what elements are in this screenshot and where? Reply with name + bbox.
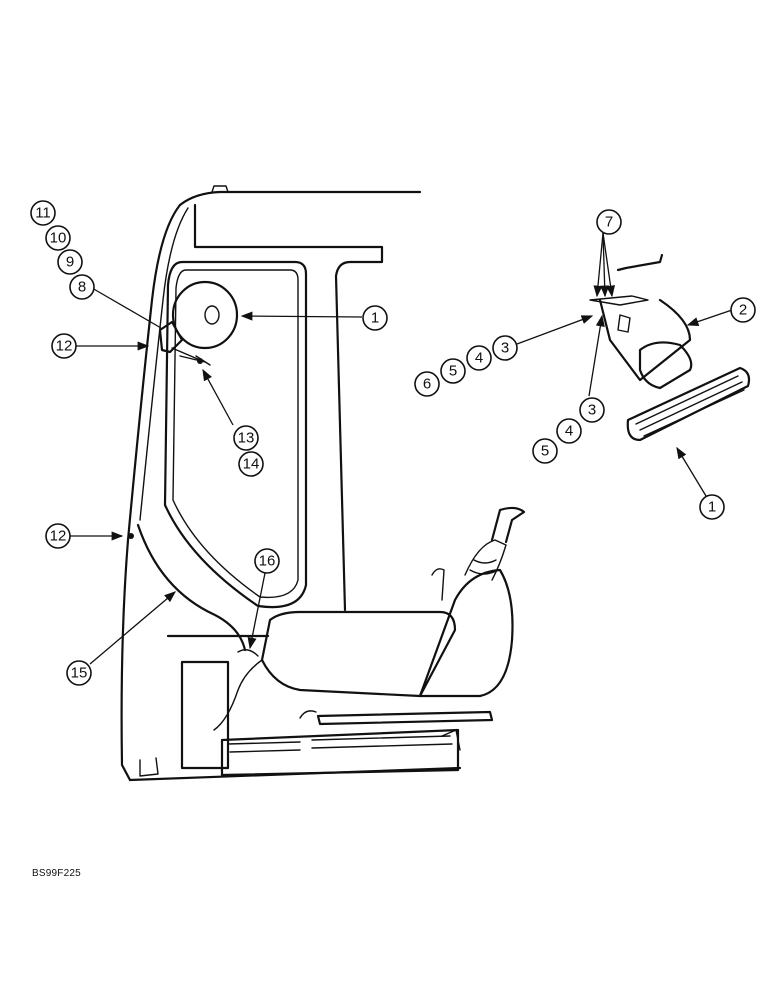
svg-text:15: 15 bbox=[71, 665, 88, 682]
joystick-console bbox=[418, 568, 514, 698]
cab-rear-panel bbox=[120, 203, 182, 782]
callout-14: 14 bbox=[238, 451, 264, 477]
callout-12-upper: 12 bbox=[51, 333, 77, 359]
speaker bbox=[171, 280, 239, 350]
throttle-lever bbox=[316, 710, 494, 726]
seat-base-skirt bbox=[213, 659, 263, 731]
svg-text:9: 9 bbox=[66, 254, 74, 271]
callout-4-upper: 4 bbox=[466, 345, 492, 371]
latch-bracket bbox=[158, 320, 184, 354]
base-housing bbox=[180, 660, 230, 770]
seat-base bbox=[260, 610, 457, 698]
callout-1-pedal: 1 bbox=[699, 494, 725, 520]
callout-11: 11 bbox=[30, 200, 56, 226]
floor-bracket bbox=[139, 757, 159, 777]
svg-text:4: 4 bbox=[565, 423, 573, 440]
callout-6: 6 bbox=[414, 371, 440, 397]
side-lever bbox=[431, 568, 445, 601]
rear-window-seal bbox=[172, 269, 299, 599]
rear-panel-inner-edge bbox=[139, 207, 189, 521]
callout-1-cab: 1 bbox=[362, 305, 388, 331]
svg-text:5: 5 bbox=[449, 363, 457, 380]
cab-door-frame bbox=[193, 203, 384, 612]
cab-roof bbox=[178, 190, 422, 207]
cab-illustration bbox=[120, 185, 526, 782]
svg-text:4: 4 bbox=[475, 350, 483, 367]
speaker-cone bbox=[204, 305, 220, 325]
svg-text:5: 5 bbox=[541, 443, 549, 460]
callout-5-upper: 5 bbox=[440, 358, 466, 384]
pedal-detail bbox=[589, 253, 751, 442]
lower-console-ribs bbox=[227, 735, 453, 753]
svg-text:6: 6 bbox=[423, 376, 431, 393]
callout-5-lower: 5 bbox=[532, 438, 558, 464]
lower-console-box bbox=[220, 728, 460, 777]
svg-text:11: 11 bbox=[35, 205, 51, 222]
pedal-mount-plate bbox=[589, 295, 649, 306]
throttle-mount bbox=[299, 710, 461, 751]
latch-bolt bbox=[197, 358, 203, 364]
svg-text:13: 13 bbox=[238, 430, 255, 447]
svg-text:2: 2 bbox=[739, 302, 747, 319]
joystick-handle bbox=[490, 506, 526, 544]
callout-3-upper: 3 bbox=[492, 335, 518, 361]
svg-text:7: 7 bbox=[605, 214, 613, 231]
callout-9: 9 bbox=[57, 249, 83, 275]
pivot-point bbox=[128, 533, 134, 539]
callout-13: 13 bbox=[233, 425, 259, 451]
pedal-wire bbox=[616, 253, 664, 272]
svg-text:12: 12 bbox=[56, 338, 73, 355]
callout-4-lower: 4 bbox=[556, 418, 582, 444]
figure-reference-code: BS99F225 bbox=[32, 868, 81, 879]
svg-text:1: 1 bbox=[371, 310, 379, 327]
svg-text:3: 3 bbox=[501, 340, 509, 357]
latch-hardware bbox=[171, 347, 211, 366]
callout-7: 7 bbox=[596, 209, 622, 235]
callout-16: 16 bbox=[254, 548, 280, 574]
callout-3-lower: 3 bbox=[579, 397, 605, 423]
pedal-bracket bbox=[598, 298, 692, 382]
svg-text:10: 10 bbox=[50, 230, 67, 247]
svg-text:1: 1 bbox=[708, 499, 716, 516]
callout-8: 8 bbox=[69, 274, 95, 300]
svg-text:14: 14 bbox=[243, 456, 260, 473]
leader-lines bbox=[70, 232, 733, 665]
svg-text:12: 12 bbox=[50, 528, 67, 545]
roof-cap bbox=[211, 185, 229, 193]
pedal-pad bbox=[626, 366, 751, 442]
callout-15: 15 bbox=[66, 660, 92, 686]
svg-text:3: 3 bbox=[588, 402, 596, 419]
pedal-spring bbox=[617, 314, 631, 333]
pedal-hinge bbox=[638, 341, 693, 390]
boot-folds bbox=[469, 559, 499, 575]
pedal-treads bbox=[635, 375, 745, 437]
callout-2: 2 bbox=[730, 297, 756, 323]
svg-text:8: 8 bbox=[78, 279, 86, 296]
side-console-arm bbox=[136, 523, 247, 652]
callout-10: 10 bbox=[45, 225, 71, 251]
callout-12-lower: 12 bbox=[45, 523, 71, 549]
svg-text:16: 16 bbox=[259, 553, 276, 570]
clip bbox=[237, 649, 259, 657]
